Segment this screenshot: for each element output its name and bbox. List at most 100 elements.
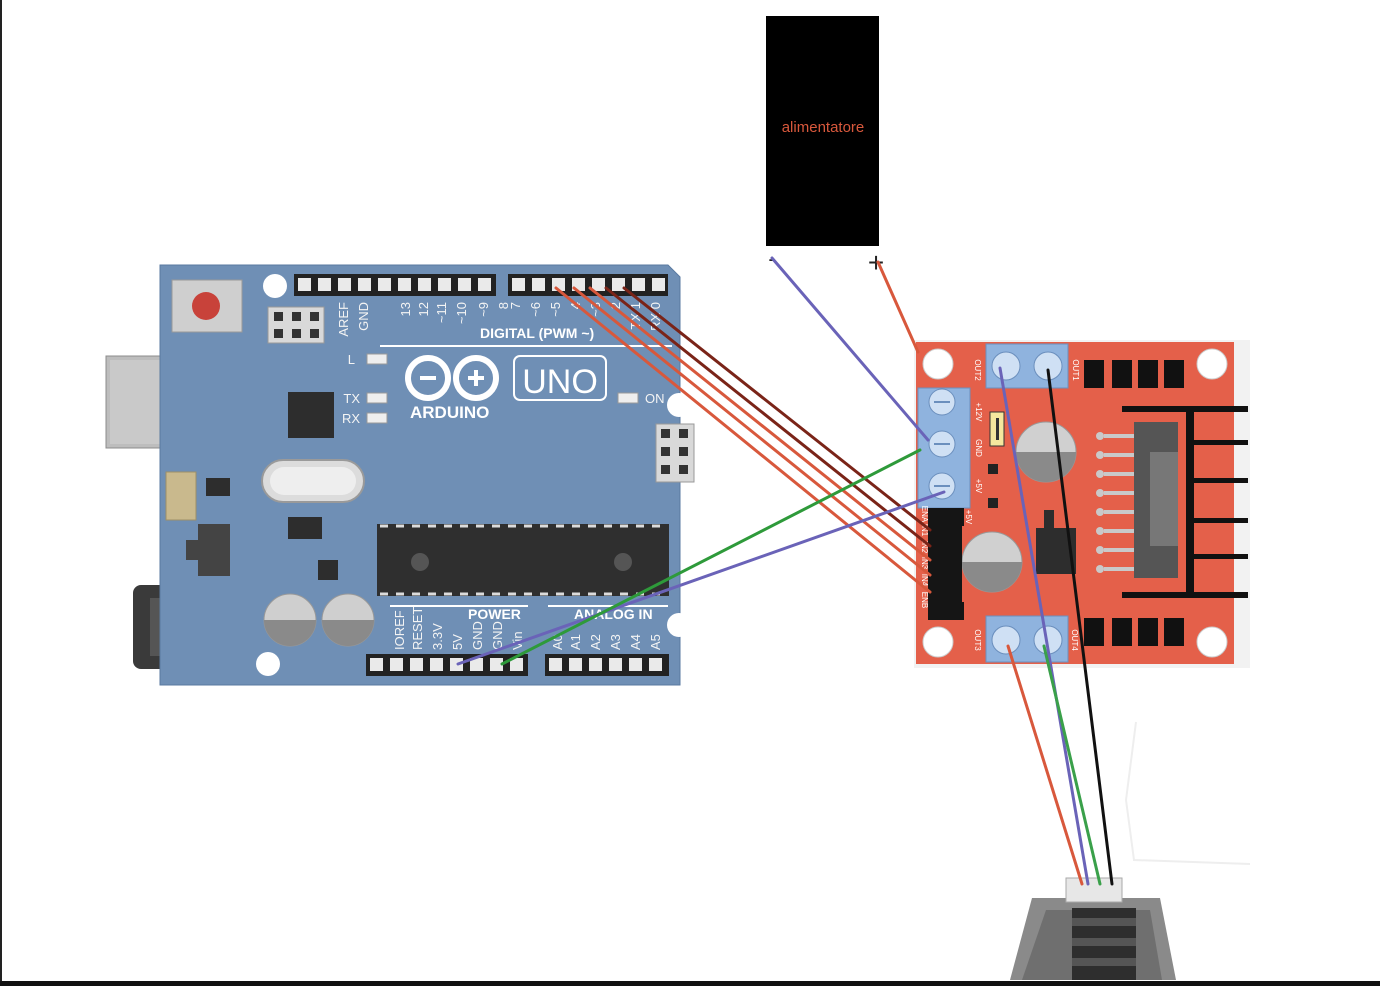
mount-hole (263, 274, 287, 298)
header-pin[interactable] (569, 658, 582, 671)
atmega-chip (377, 524, 669, 596)
header-pin[interactable] (298, 278, 311, 291)
top-pin-label: ~10 (454, 302, 469, 324)
bottom-pin-label: A2 (588, 634, 603, 650)
header-pin[interactable] (318, 278, 331, 291)
top-pin-label: 13 (398, 302, 413, 316)
header-pin[interactable] (450, 658, 463, 671)
mount-hole (922, 348, 954, 380)
driver-label: OUT4 (1070, 629, 1079, 651)
driver-label: GND (974, 439, 983, 457)
driver-label: OUT1 (1071, 359, 1080, 381)
header-pin[interactable] (629, 658, 642, 671)
header-pin[interactable] (458, 278, 471, 291)
header-pin[interactable] (430, 658, 443, 671)
motor-connector[interactable] (1065, 877, 1123, 903)
icsp-header-2 (655, 423, 695, 483)
header-pin[interactable] (418, 278, 431, 291)
header-pin[interactable] (338, 278, 351, 291)
bottom-pin-label: A4 (628, 634, 643, 650)
bottom-border (0, 981, 1380, 986)
ic-pins (1096, 432, 1134, 573)
psu-label: alimentatore (782, 119, 865, 136)
driver-label: IN4 (920, 574, 929, 587)
power-supply: alimentatore - + (766, 16, 884, 278)
header-pin[interactable] (532, 278, 545, 291)
signal-wire-2 (604, 286, 932, 548)
mount-hole (667, 613, 691, 637)
power-header[interactable] (366, 654, 528, 676)
top-pin-label: 2 (608, 302, 623, 309)
bottom-pin-label: A5 (648, 634, 663, 650)
signal-wire-4 (572, 286, 932, 577)
header-pin[interactable] (478, 278, 491, 291)
signal-wire-5 (554, 286, 932, 594)
header-pin[interactable] (512, 278, 525, 291)
control-header[interactable] (928, 508, 964, 620)
header-pin[interactable] (390, 658, 403, 671)
model-label: UNO (522, 363, 598, 401)
header-pin[interactable] (589, 658, 602, 671)
top-pin-label: AREF (336, 302, 351, 337)
mount-hole (256, 652, 280, 676)
header-pin[interactable] (490, 658, 503, 671)
header-pin[interactable] (410, 658, 423, 671)
bottom-pin-label: RESET (410, 607, 425, 650)
signal-wire-3 (588, 286, 932, 562)
driver-label: OUT2 (973, 359, 982, 381)
led-on (617, 392, 639, 404)
bottom-pin-label: IOREF (392, 610, 407, 650)
header-pin[interactable] (549, 658, 562, 671)
header-pin[interactable] (370, 658, 383, 671)
vin-wire (500, 448, 922, 666)
fuse (165, 471, 197, 521)
header-pin[interactable] (378, 278, 391, 291)
brand-label: ARDUINO (410, 403, 489, 422)
header-pin[interactable] (649, 658, 662, 671)
top-pin-label: ~9 (476, 302, 491, 317)
psu-body (766, 16, 879, 246)
output-terminal-bottom[interactable] (985, 615, 1069, 663)
header-pin[interactable] (612, 278, 625, 291)
capacitor (961, 531, 1023, 593)
power-label: POWER (468, 606, 521, 622)
model-box (513, 355, 607, 401)
header-pin[interactable] (592, 278, 605, 291)
driver-label: +5V (974, 479, 983, 494)
led-l-label: L (348, 352, 355, 367)
header-pin[interactable] (398, 278, 411, 291)
output-terminal-top[interactable] (985, 343, 1069, 389)
header-pin[interactable] (438, 278, 451, 291)
gnd-wire (456, 490, 946, 666)
header-pin[interactable] (470, 658, 483, 671)
mount-hole (922, 626, 954, 658)
top-pin-label: ~11 (434, 302, 449, 323)
top-pin-label: 7 (508, 302, 523, 309)
top-pin-label: 12 (416, 302, 431, 316)
mount-hole (667, 393, 691, 417)
motor-wire-red (1006, 644, 1084, 886)
bottom-pin-label: GND (490, 621, 505, 650)
led-tx (366, 392, 388, 404)
driver-label: ENB (920, 592, 929, 608)
driver-label: OUT3 (973, 629, 982, 651)
header-pin[interactable] (358, 278, 371, 291)
power-terminal[interactable] (917, 387, 971, 509)
stepper-motor (1010, 877, 1176, 980)
capacitor (321, 593, 375, 647)
left-border (0, 0, 2, 986)
wires (456, 256, 1114, 886)
psu-negative-wire (770, 256, 930, 442)
stray-outline (1124, 721, 1251, 865)
header-pin[interactable] (632, 278, 645, 291)
header-pin[interactable] (510, 658, 523, 671)
psu-positive-wire (876, 260, 920, 354)
header-pin[interactable] (609, 658, 622, 671)
usb-chip (288, 392, 334, 438)
top-pin-label: ~3 (588, 302, 603, 317)
header-pin[interactable] (652, 278, 665, 291)
top-pin-label: 8 (496, 302, 511, 309)
driver-label: IN3 (920, 557, 929, 570)
